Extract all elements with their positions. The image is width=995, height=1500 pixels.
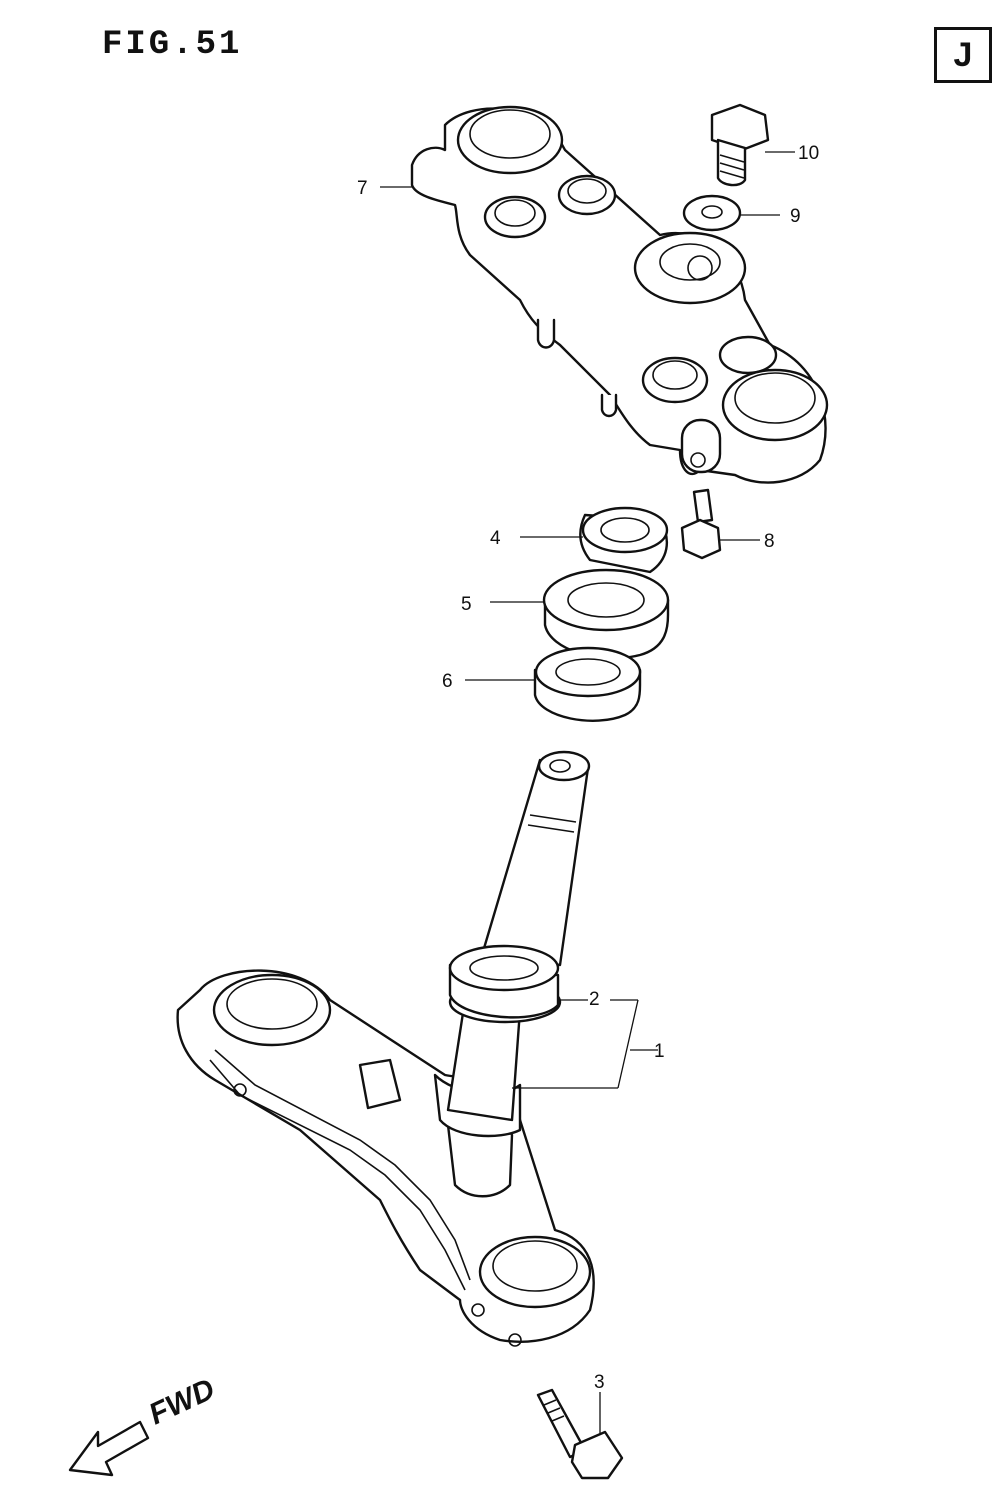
leader-lines xyxy=(380,151,795,1435)
callout-9: 9 xyxy=(790,206,801,227)
bearing-race-part-5 xyxy=(542,568,670,660)
callout-10: 10 xyxy=(798,143,819,164)
callout-8: 8 xyxy=(764,531,775,552)
bolt-part-8 xyxy=(680,488,722,560)
bolt-part-10 xyxy=(710,103,770,187)
callout-3: 3 xyxy=(594,1372,605,1393)
callout-labels: 1 2 3 4 5 6 7 8 9 10 xyxy=(357,143,819,1393)
callout-2: 2 xyxy=(589,989,600,1010)
section-tag: J xyxy=(934,27,992,83)
bearing-part-6 xyxy=(533,646,642,722)
steering-nut-part-4 xyxy=(579,506,669,574)
figure-title: FIG.51 xyxy=(102,26,243,64)
callout-4: 4 xyxy=(490,528,501,549)
fwd-label: FWD xyxy=(144,1373,220,1432)
stem-bearing-part-2 xyxy=(448,944,560,1019)
callout-6: 6 xyxy=(442,671,453,692)
callout-5: 5 xyxy=(461,594,472,615)
callout-1: 1 xyxy=(654,1041,665,1062)
lower-bracket-part-1 xyxy=(176,750,595,1347)
upper-bracket-part xyxy=(410,105,829,484)
fwd-arrow-icon xyxy=(68,1420,150,1477)
washer-part-9 xyxy=(682,194,742,232)
callout-7: 7 xyxy=(357,178,368,199)
bolt-part-3 xyxy=(536,1388,624,1480)
